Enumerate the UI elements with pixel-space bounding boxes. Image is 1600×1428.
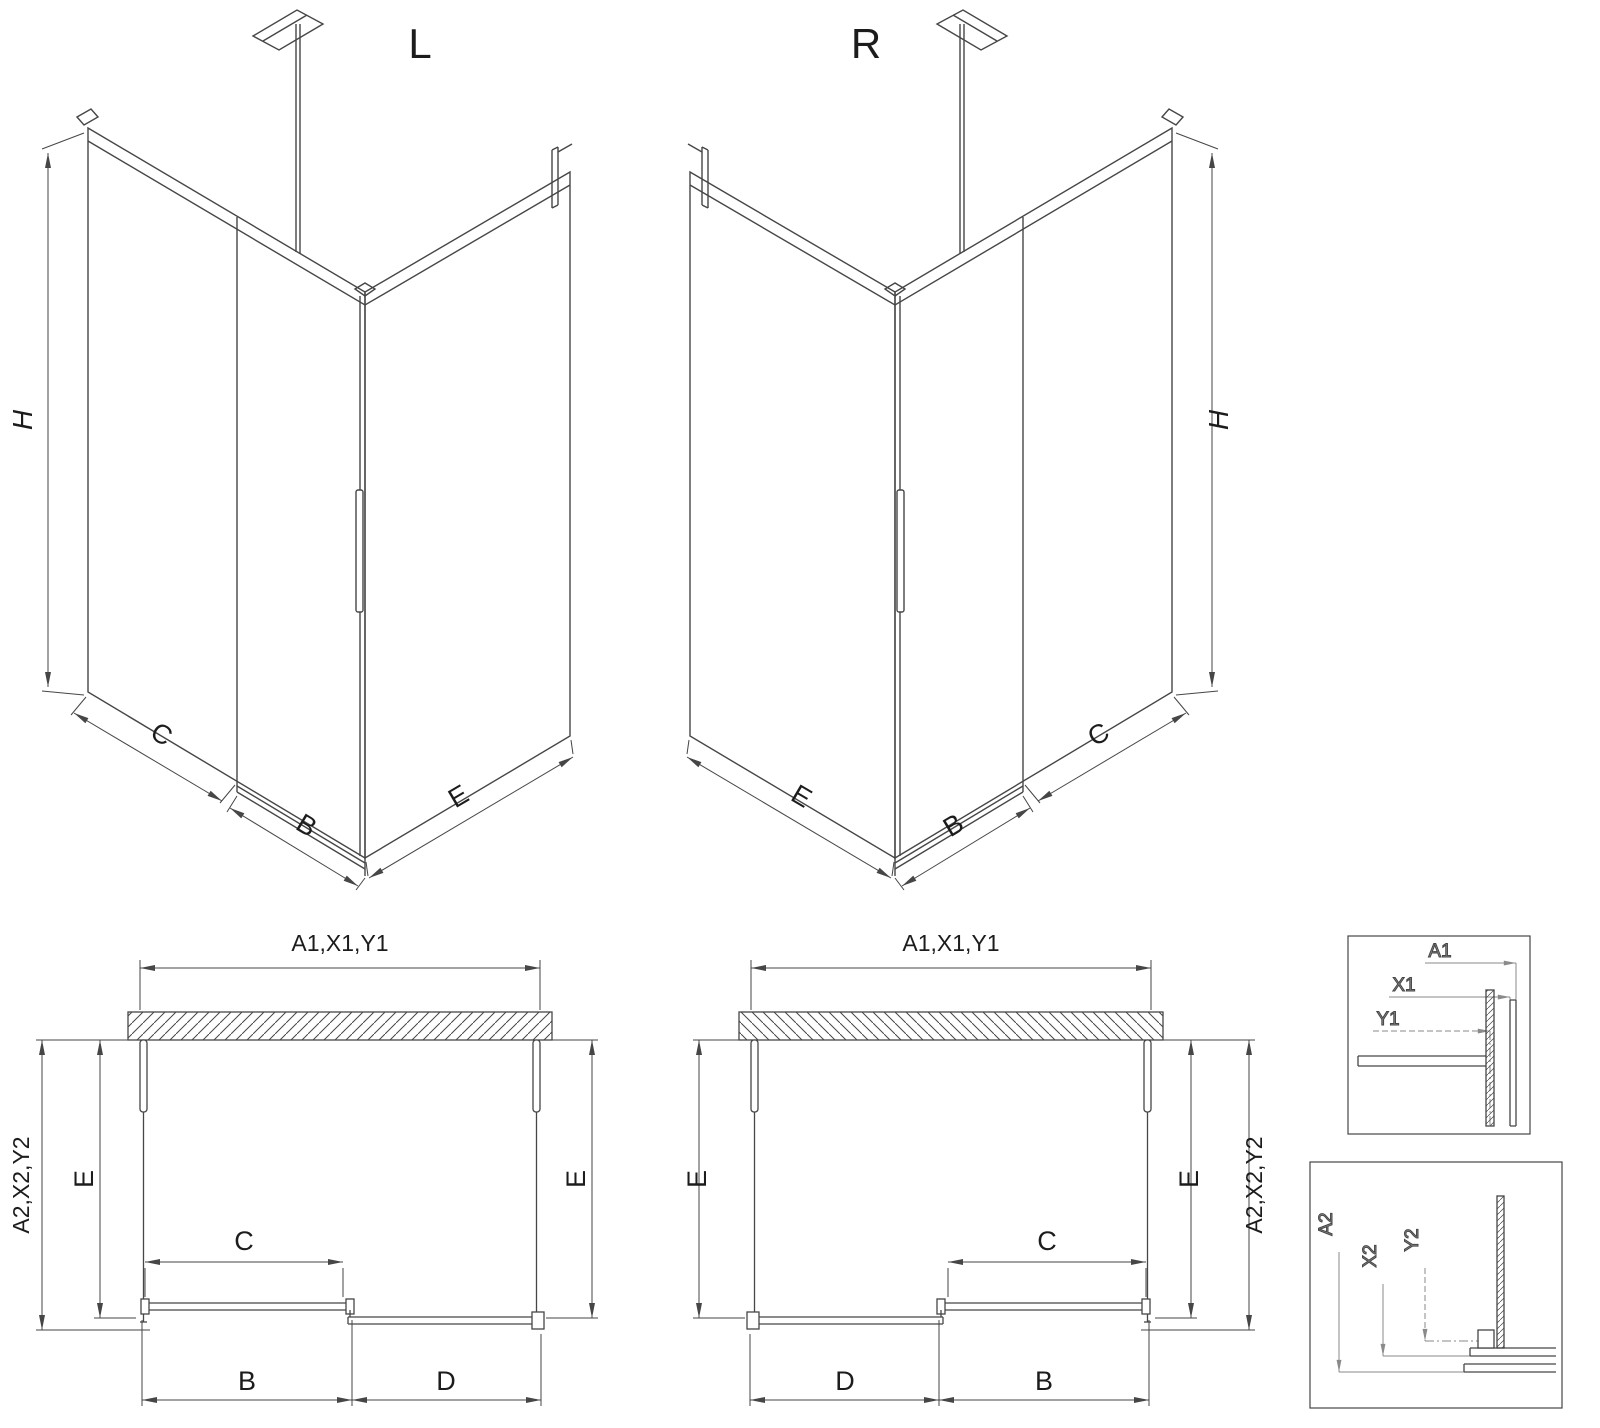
plan-left-width-dim: A1,X1,Y1 [291, 930, 388, 956]
dim-label-side-right: C [1082, 716, 1114, 752]
detail-width-label-x1: X1 [1392, 975, 1415, 996]
plan-right-fixed-dim: D [835, 1366, 855, 1396]
dim-label-side-left: C [146, 716, 178, 752]
iso-left-linework [42, 10, 573, 890]
plan-view-right: A1,X1,Y1 E E A2,X2,Y2 C D B [682, 930, 1267, 1406]
plan-left-depth-right-dim: E [561, 1170, 591, 1188]
view-title-right: R [851, 20, 881, 67]
plan-right-depth-left-dim: E [682, 1170, 712, 1188]
plan-right-door-dim: B [1035, 1366, 1053, 1396]
iso-view-right: R H C B E [687, 10, 1234, 890]
plan-left-linework [36, 960, 598, 1406]
iso-right-linework [687, 10, 1218, 890]
dim-label-door-left: B [291, 808, 322, 843]
plan-left-depth-outer-dim: A2,X2,Y2 [8, 1136, 34, 1233]
plan-left-depth-left-dim: E [69, 1170, 99, 1188]
dim-label-height-right: H [1203, 409, 1234, 430]
iso-view-left: L H C B E [7, 10, 573, 890]
plan-right-linework [693, 960, 1255, 1406]
plan-left-door-dim: B [238, 1366, 256, 1396]
dim-label-door-right: B [938, 808, 969, 843]
detail-depth-profile: A2 X2 Y2 [1309, 1161, 1563, 1409]
plan-right-width-dim: A1,X1,Y1 [902, 930, 999, 956]
plan-left-fixed-dim: D [436, 1366, 456, 1396]
view-title-left: L [408, 20, 431, 67]
detail-depth-label-y2: Y2 [1402, 1228, 1423, 1251]
dim-label-height-left: H [7, 409, 38, 430]
detail-width-label-y1: Y1 [1376, 1009, 1399, 1030]
plan-right-depth-right-dim: E [1174, 1170, 1204, 1188]
detail-depth-label-a2: A2 [1316, 1212, 1337, 1235]
plan-right-opening-dim: C [1037, 1226, 1057, 1256]
detail-width-profile: A1 X1 Y1 [1347, 935, 1531, 1135]
detail-width-label-a1: A1 [1428, 941, 1451, 962]
detail-depth-label-x2: X2 [1360, 1244, 1381, 1267]
plan-left-opening-dim: C [234, 1226, 254, 1256]
plan-view-left: A1,X1,Y1 A2,X2,Y2 E E C B D [8, 930, 598, 1406]
plan-right-depth-outer-dim: A2,X2,Y2 [1241, 1136, 1267, 1233]
